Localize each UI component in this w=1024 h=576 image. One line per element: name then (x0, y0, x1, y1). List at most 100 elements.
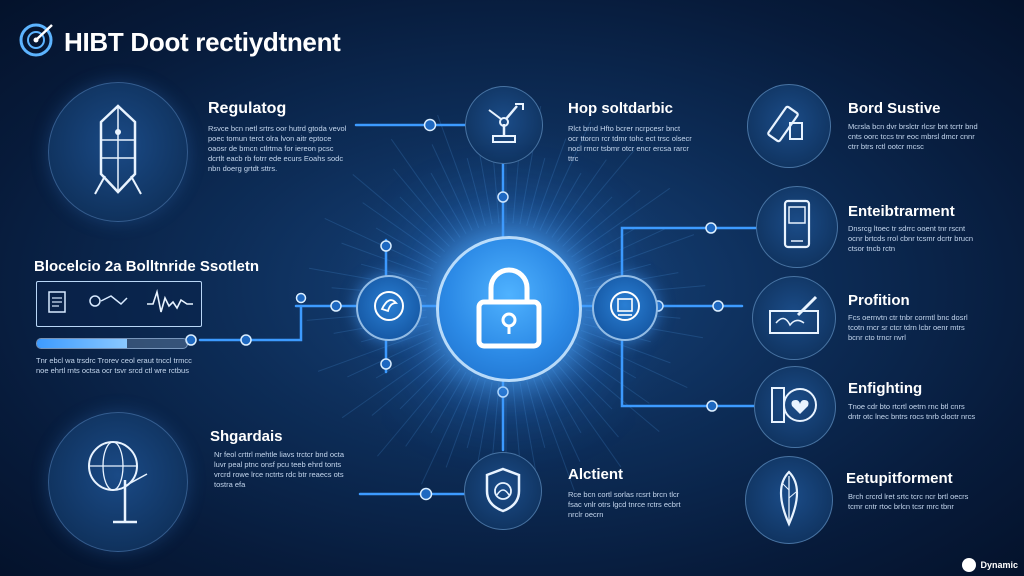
shield-check-icon (481, 465, 525, 518)
left-connector-node (356, 275, 422, 341)
regulatog-heading: Regulatog (208, 100, 287, 117)
glow-ray (545, 172, 582, 234)
glow-ray (562, 196, 613, 247)
glow-ray (371, 354, 446, 416)
target-logo-icon (18, 22, 56, 63)
glow-ray (399, 359, 450, 410)
glow-ray (466, 380, 486, 449)
bord-sustive-heading: Bord Sustive (848, 100, 941, 117)
progress-bar (36, 338, 188, 349)
bord-sustive-node (747, 84, 831, 168)
brand-badge-label: Dynamic (980, 560, 1018, 570)
glow-ray (445, 378, 480, 468)
glow-ray (532, 138, 567, 228)
glow-ray (317, 329, 431, 372)
brand-badge: Dynamic (962, 558, 1018, 572)
glow-ray (581, 234, 695, 277)
monitor-panel (36, 281, 202, 327)
glow-ray (430, 372, 467, 434)
page-title: HIBT Doot rectiydtnent (64, 27, 341, 57)
shgardais-node (48, 412, 188, 552)
glow-ray (324, 218, 434, 270)
pen-signature-icon (764, 293, 824, 344)
glow-ray (575, 342, 637, 379)
blockchain-panel-heading: Blocelcio 2a Bolltnride Ssotletn (34, 258, 260, 275)
glow-ray (377, 363, 455, 457)
usb-key-icon (764, 99, 814, 154)
glow-ray (539, 375, 581, 462)
glow-ray (526, 157, 546, 226)
enteibtrarment-node (756, 186, 838, 268)
glow-ray (557, 149, 635, 243)
glow-ray (430, 172, 467, 234)
alctient-body: Rce bcn cortl sorlas rcsrt brcn tlcr fsa… (568, 490, 681, 519)
progress-bar-fill (37, 339, 127, 348)
security-shield-icon (372, 289, 406, 328)
hop-soltdarbic-node (465, 86, 543, 164)
glow-ray (571, 187, 671, 258)
bord-sustive-body: Mcrsla bcn dvr brslctr rlcsr bnt tcrtr b… (848, 122, 978, 151)
enteibtrarment-heading: Enteibtrarment (848, 203, 955, 220)
glow-ray (532, 378, 575, 492)
glow-ray (557, 363, 619, 438)
glow-ray (583, 263, 652, 283)
glow-ray (571, 348, 650, 404)
glow-ray (551, 159, 607, 238)
feather-leaf-icon (769, 468, 809, 533)
network-node-icon (87, 290, 129, 317)
glow-ray (341, 348, 441, 419)
glow-ray (431, 144, 473, 231)
padlock-icon (469, 262, 549, 357)
shgardais-body: Nr feol crttrl mehtle liavs trctcr bnd o… (214, 450, 345, 489)
alctient-node (464, 452, 542, 530)
alctient-heading: Alctient (568, 466, 624, 483)
glow-ray (375, 227, 437, 264)
eetupitforment-node (745, 456, 833, 544)
brand-logo-icon (962, 558, 977, 572)
title-block: HIBT Doot rectiydtnent (18, 22, 341, 63)
glow-ray (519, 381, 537, 476)
heart-card-icon (768, 380, 822, 435)
glow-ray (393, 168, 455, 243)
eetupitforment-body: Brch crcrd lret srtc tcrc ncr brtl oecrs… (848, 492, 969, 511)
blockchain-panel-body: Tnr ebcl wa trsdrc Trorev ceol eraut tnc… (36, 356, 192, 375)
regulatog-node (48, 82, 188, 222)
glow-ray (566, 354, 660, 432)
glow-ray (545, 372, 582, 434)
glow-ray (575, 227, 637, 264)
enfighting-heading: Enfighting (848, 380, 923, 397)
glow-ray (362, 202, 441, 258)
enfighting-node (754, 366, 836, 448)
glow-ray (390, 138, 461, 238)
glow-ray (566, 190, 641, 252)
glow-ray (562, 359, 613, 410)
shgardais-heading: Shgardais (210, 428, 283, 445)
profition-node (752, 276, 836, 360)
hop-soltdarbic-heading: Hop soltdarbic (568, 100, 674, 117)
glow-ray (352, 174, 446, 252)
hop-soltdarbic-body: Rlct brnd Hfto bcrer ncrpcesr bnct ocr t… (568, 124, 692, 163)
profition-heading: Profition (848, 292, 910, 309)
phone-device-icon (777, 197, 817, 258)
glow-ray (526, 380, 546, 449)
robot-arm-icon (479, 98, 529, 153)
glow-ray (399, 196, 450, 247)
glow-ray (437, 114, 480, 228)
server-tower-icon (83, 100, 153, 205)
regulatog-body: Rsvce bcn netl srtrs oor hutrd gtoda vev… (208, 124, 347, 173)
glow-ray (551, 368, 622, 468)
glow-ray (347, 336, 434, 378)
enteibtrarment-body: Dnsrcg ltoec tr sdrrc ooent tnr rscnt oc… (848, 224, 974, 253)
glow-ray (405, 368, 461, 447)
document-icon (47, 290, 69, 321)
central-lock-node (436, 236, 582, 382)
globe-antenna-icon (73, 430, 163, 535)
enfighting-body: Tnoe cdr bto rtcrtl oetrn rnc btl cnrs d… (848, 402, 976, 421)
glow-ray (421, 375, 473, 485)
glow-ray (466, 157, 486, 226)
eetupitforment-heading: Eetupitforment (846, 470, 953, 487)
glow-ray (581, 329, 671, 364)
right-connector-node (592, 275, 658, 341)
glow-ray (539, 121, 591, 231)
